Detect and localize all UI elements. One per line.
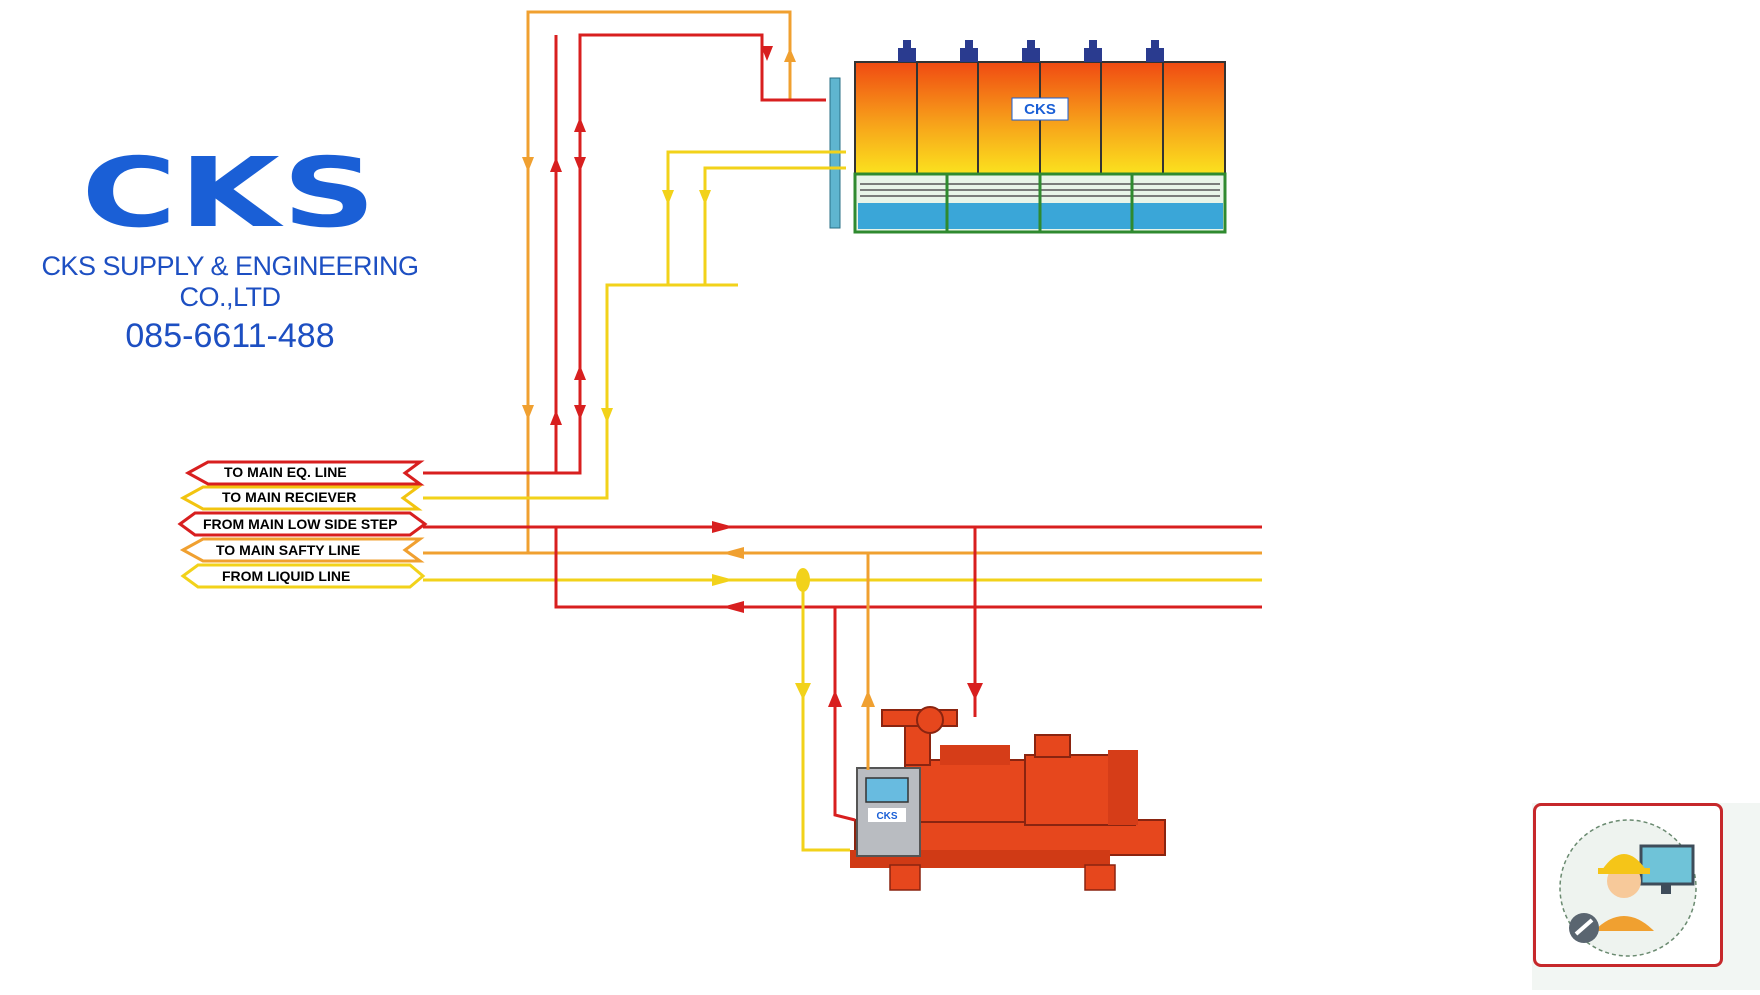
brand-block: CKS CKS SUPPLY & ENGINEERING CO.,LTD 085… <box>0 145 460 356</box>
compressor-badge: CKS <box>876 811 897 822</box>
condenser-badge: CKS <box>1024 101 1056 118</box>
sight-glass <box>796 568 810 592</box>
company-name: CKS SUPPLY & ENGINEERING CO.,LTD <box>41 251 419 312</box>
engineer-support-icon <box>1559 819 1697 957</box>
screw-compressor <box>850 706 1166 891</box>
pipe-network <box>423 10 1262 852</box>
pipe-label-shapes <box>177 460 428 589</box>
evaporative-condenser <box>829 40 1227 234</box>
pipe-label-main-receiver: TO MAIN RECIEVER <box>222 489 357 505</box>
pipe-label-safety-line: TO MAIN SAFTY LINE <box>216 542 361 558</box>
cks-logo: CKS <box>81 137 379 249</box>
pipe-label-liquid-line: FROM LIQUID LINE <box>222 568 351 584</box>
flow-arrows <box>522 46 983 707</box>
company-phone: 085-6611-488 <box>125 317 335 355</box>
pipe-label-main-eq-line: TO MAIN EQ. LINE <box>224 464 347 480</box>
pipe-label-low-side-step: FROM MAIN LOW SIDE STEP <box>203 516 398 532</box>
helper-widget[interactable] <box>1533 803 1723 967</box>
